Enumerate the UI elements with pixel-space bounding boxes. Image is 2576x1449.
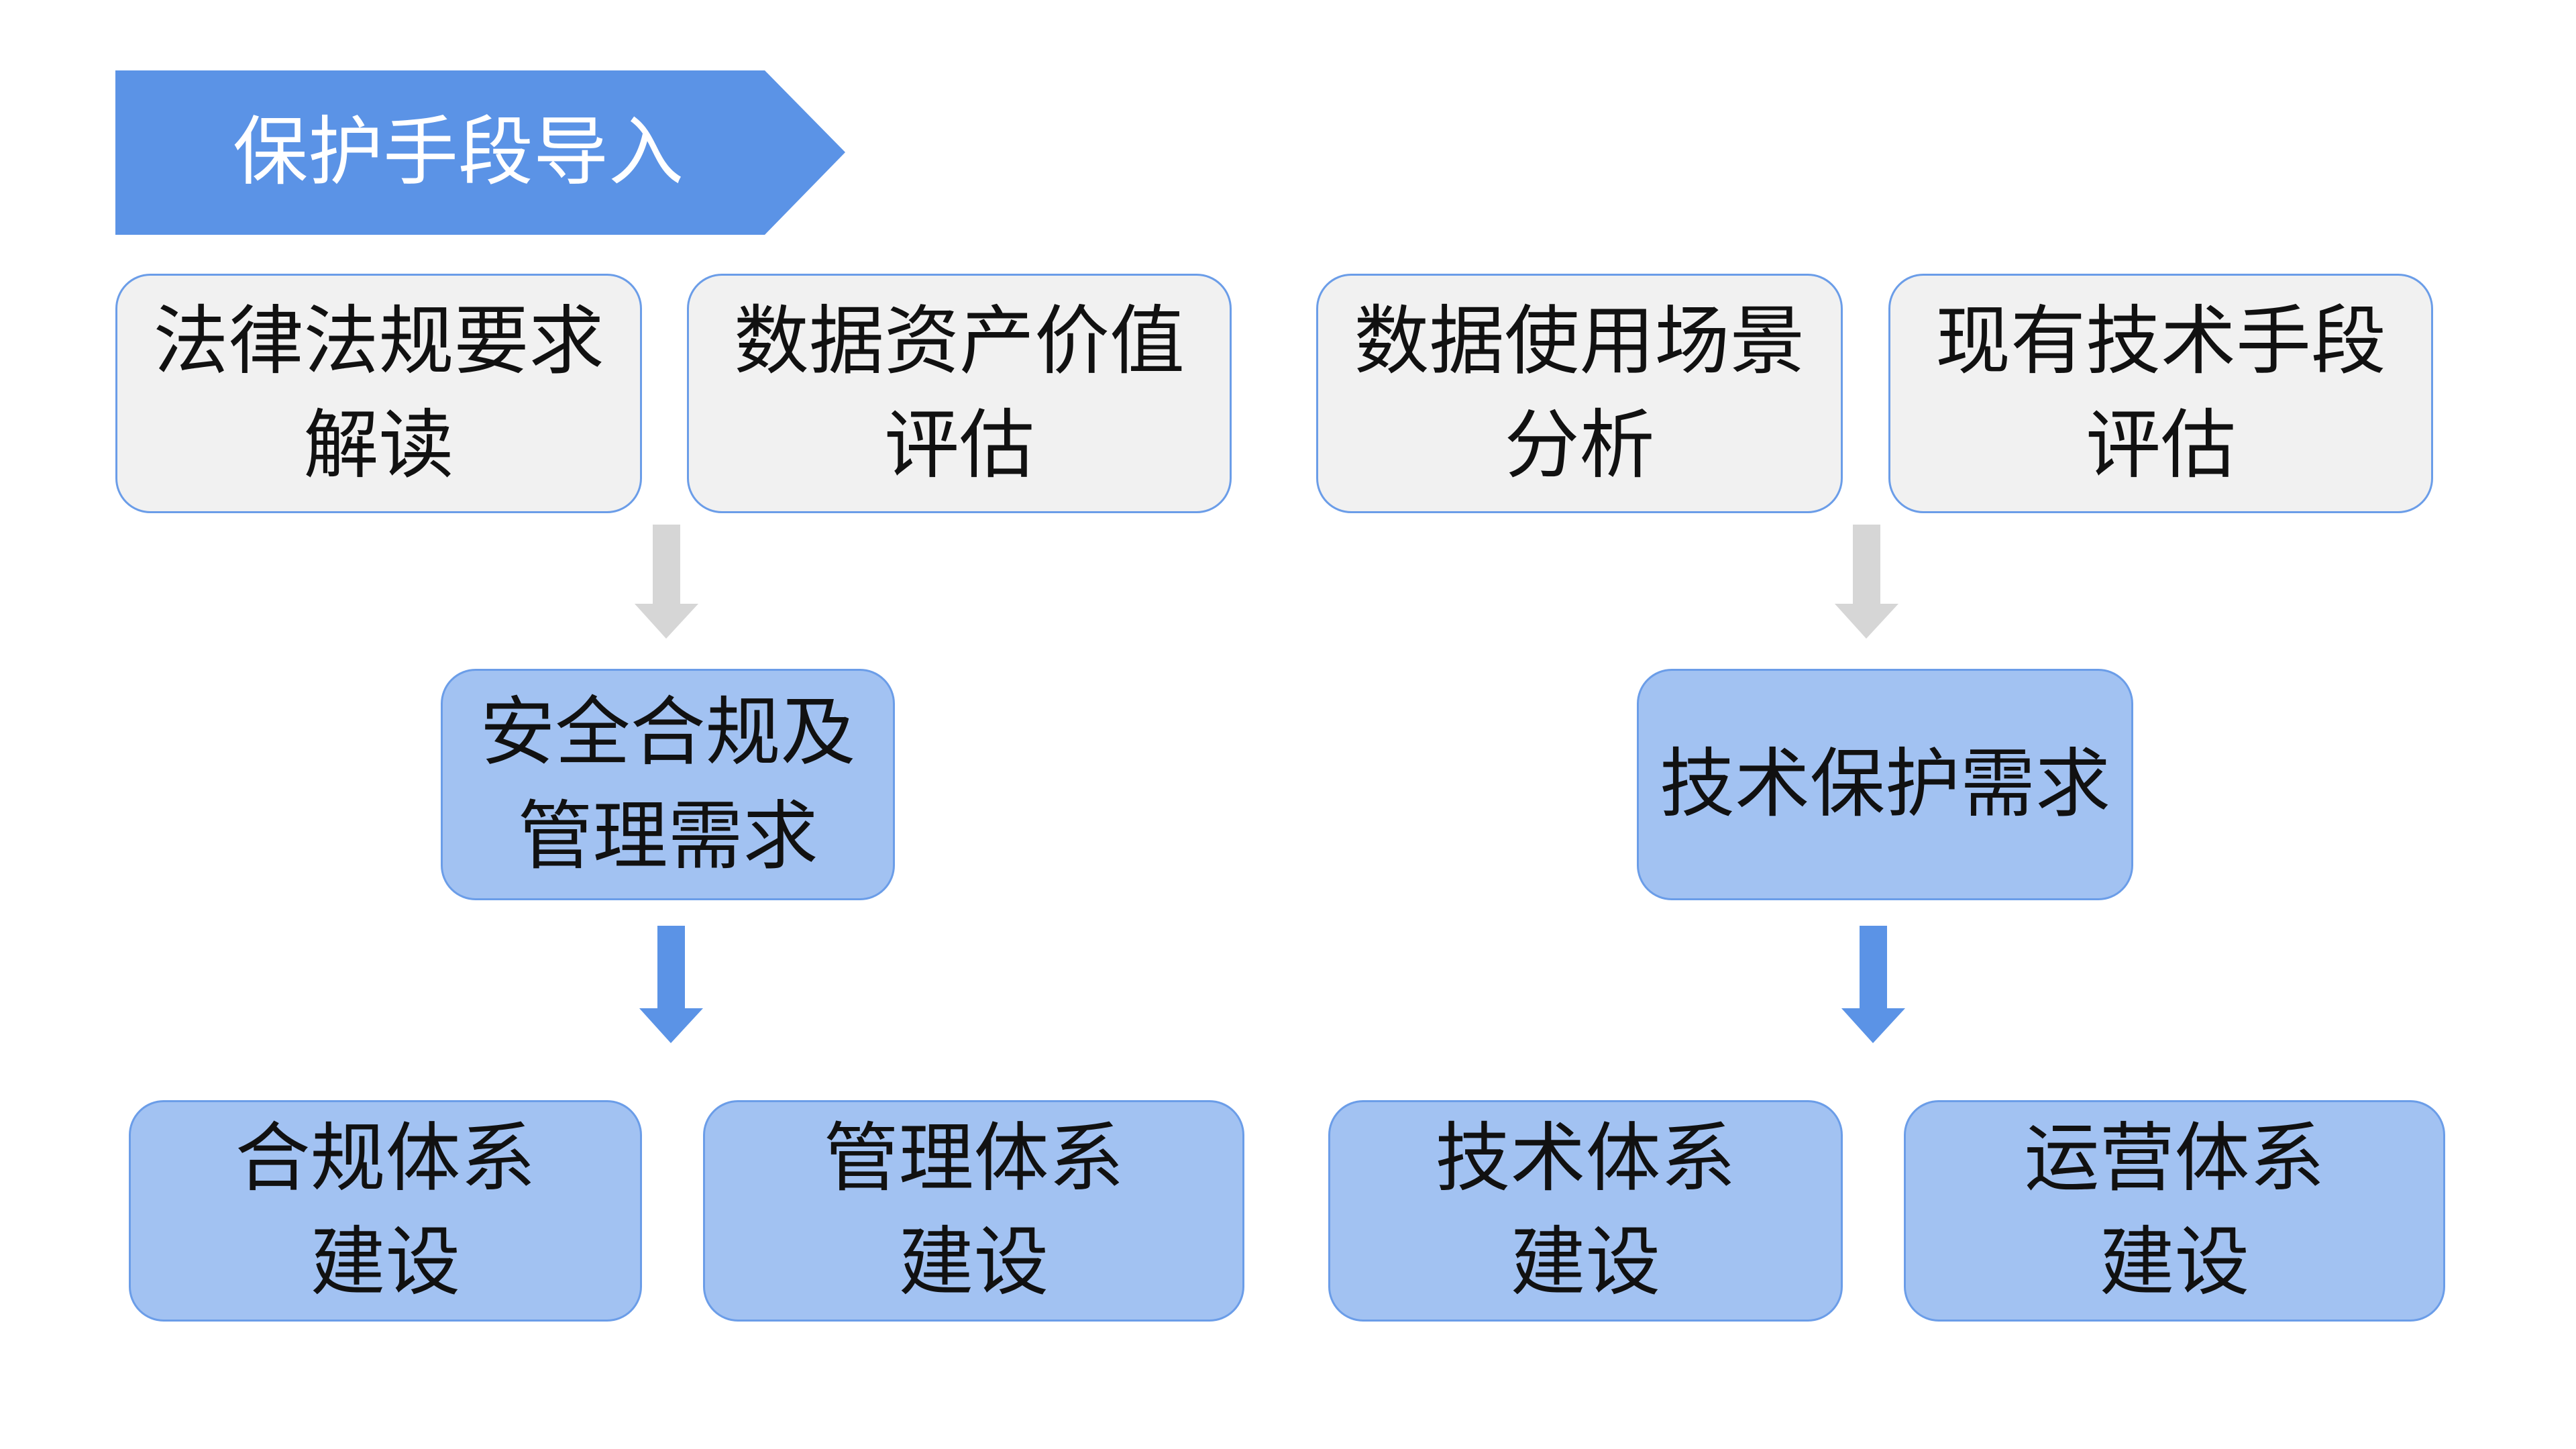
box-line: 建设 [310, 1219, 461, 1306]
box-line: 安全合规及 [480, 688, 856, 776]
output-box-management-system: 管理体系 建设 [703, 1100, 1244, 1322]
banner-arrow-shape [115, 70, 845, 235]
box-line: 管理体系 [823, 1115, 1124, 1202]
requirement-box-tech-protection: 技术保护需求 [1637, 669, 2133, 900]
output-box-operations-system: 运营体系 建设 [1904, 1100, 2445, 1322]
blue-down-arrow-right [1841, 926, 1905, 1043]
output-box-technology-system: 技术体系 建设 [1328, 1100, 1843, 1322]
box-line: 运营体系 [2024, 1115, 2325, 1202]
input-box-legal-requirements: 法律法规要求 解读 [115, 274, 642, 513]
box-line: 分析 [1504, 401, 1655, 489]
input-box-data-asset-value: 数据资产价值 评估 [687, 274, 1232, 513]
gray-down-arrow-left [635, 525, 698, 639]
box-line: 建设 [2099, 1219, 2250, 1306]
requirement-box-compliance: 安全合规及 管理需求 [441, 669, 895, 900]
box-line: 现有技术手段 [1935, 297, 2386, 385]
banner-title: 保护手段导入 [233, 109, 684, 196]
box-line: 建设 [1510, 1219, 1661, 1306]
section-banner: 保护手段导入 [115, 70, 845, 235]
gray-down-arrow-right [1835, 525, 1898, 639]
box-line: 数据资产价值 [734, 297, 1185, 385]
blue-down-arrow-left [639, 926, 703, 1043]
box-line: 评估 [2086, 401, 2236, 489]
box-line: 建设 [898, 1219, 1049, 1306]
input-box-existing-tech: 现有技术手段 评估 [1888, 274, 2433, 513]
output-box-compliance-system: 合规体系 建设 [129, 1100, 642, 1322]
box-line: 技术体系 [1435, 1115, 1736, 1202]
box-line: 技术保护需求 [1660, 741, 2110, 828]
box-line: 数据使用场景 [1354, 297, 1805, 385]
box-line: 法律法规要求 [153, 297, 604, 385]
box-line: 解读 [303, 401, 454, 489]
box-line: 管理需求 [517, 792, 818, 880]
box-line: 合规体系 [235, 1115, 536, 1202]
box-line: 评估 [884, 401, 1034, 489]
input-box-data-usage-scenario: 数据使用场景 分析 [1316, 274, 1843, 513]
